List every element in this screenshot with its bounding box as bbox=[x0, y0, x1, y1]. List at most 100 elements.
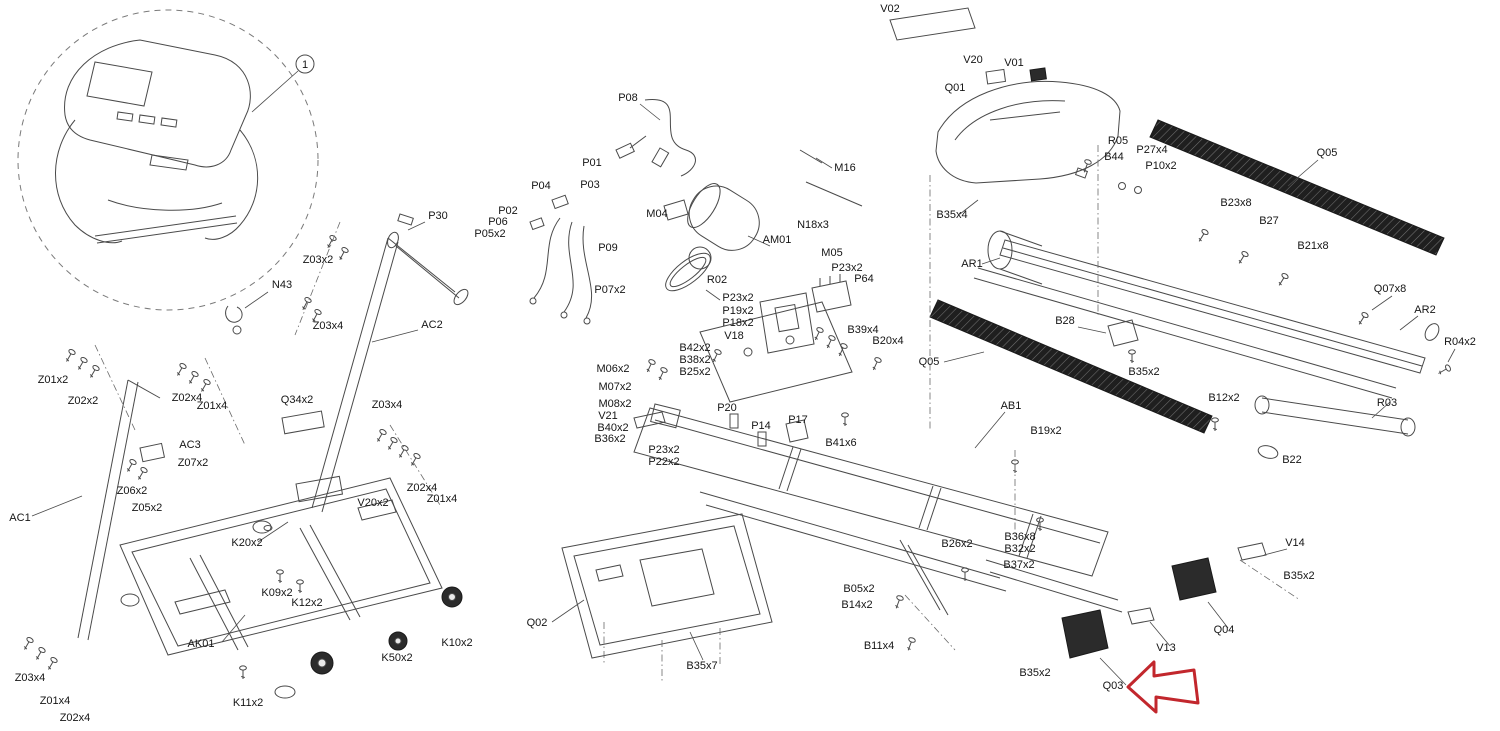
part-label: B36x8 bbox=[1004, 531, 1035, 543]
part-label: AM01 bbox=[763, 234, 792, 246]
part-label: Z02x2 bbox=[68, 395, 99, 407]
part-label: Z01x4 bbox=[40, 695, 71, 707]
part-label: K09x2 bbox=[261, 587, 292, 599]
part-label: M04 bbox=[646, 208, 667, 220]
callout-number: 1 bbox=[302, 59, 308, 71]
part-label: P64 bbox=[854, 273, 874, 285]
part-label: V20x2 bbox=[357, 497, 388, 509]
console-detail-bubble: 1 bbox=[17, 9, 319, 311]
part-label: M07x2 bbox=[598, 381, 631, 393]
part-label: P19x2 bbox=[722, 305, 753, 317]
part-label: AK01 bbox=[188, 638, 215, 650]
part-label: P09 bbox=[598, 242, 618, 254]
part-label: B27 bbox=[1259, 215, 1279, 227]
bottom-tray-sketch bbox=[561, 513, 773, 682]
part-label: Z02x4 bbox=[60, 712, 91, 724]
part-label: Q05 bbox=[1317, 147, 1338, 159]
part-label: Z03x2 bbox=[303, 254, 334, 266]
part-label: Z03x4 bbox=[313, 320, 344, 332]
cover-rails-sketch bbox=[889, 7, 1445, 659]
part-label: Z02x4 bbox=[407, 482, 438, 494]
part-label: P01 bbox=[582, 157, 602, 169]
part-label: B20x4 bbox=[872, 335, 903, 347]
part-label: B42x2 bbox=[679, 342, 710, 354]
part-label: AC3 bbox=[179, 439, 200, 451]
part-label: B41x6 bbox=[825, 437, 856, 449]
part-label: Q05 bbox=[919, 356, 940, 368]
part-label: Q02 bbox=[527, 617, 548, 629]
part-label: B25x2 bbox=[679, 366, 710, 378]
part-label: B19x2 bbox=[1030, 425, 1061, 437]
leader-lines bbox=[31, 103, 1456, 686]
part-label: K50x2 bbox=[381, 652, 412, 664]
part-label: Z05x2 bbox=[132, 502, 163, 514]
part-label: B11x4 bbox=[864, 640, 894, 652]
part-label: P10x2 bbox=[1145, 160, 1176, 172]
part-label: P30 bbox=[428, 210, 448, 222]
part-label: Z01x2 bbox=[38, 374, 69, 386]
part-label: Q03 bbox=[1103, 680, 1124, 692]
part-label: V01 bbox=[1004, 57, 1024, 69]
part-label: M06x2 bbox=[596, 363, 629, 375]
part-label: AC1 bbox=[9, 512, 30, 524]
part-label: R05 bbox=[1108, 135, 1128, 147]
part-label: P20 bbox=[717, 402, 737, 414]
construction-lines bbox=[94, 145, 1301, 651]
part-label: P23x2 bbox=[722, 292, 753, 304]
upright-frame-sketch bbox=[77, 213, 469, 699]
part-label: AR1 bbox=[961, 258, 982, 270]
part-label: P14 bbox=[751, 420, 771, 432]
part-label: R03 bbox=[1377, 397, 1397, 409]
part-label: M08x2 bbox=[598, 398, 631, 410]
part-label: B35x2 bbox=[1019, 667, 1050, 679]
part-label: R02 bbox=[707, 274, 727, 286]
part-label: V20 bbox=[963, 54, 983, 66]
part-label: B21x8 bbox=[1297, 240, 1328, 252]
part-label: B39x4 bbox=[847, 324, 878, 336]
part-label: N43 bbox=[272, 279, 292, 291]
console-sketch bbox=[55, 39, 259, 244]
base-wheels bbox=[310, 586, 463, 675]
wiring-motor-sketch bbox=[529, 99, 863, 447]
part-label: K11x2 bbox=[233, 697, 263, 709]
part-label: P02 bbox=[498, 205, 518, 217]
part-label: P23x2 bbox=[831, 262, 862, 274]
part-label: P27x4 bbox=[1136, 144, 1167, 156]
part-label: K20x2 bbox=[231, 537, 262, 549]
pointer-arrow bbox=[1126, 660, 1200, 714]
part-label: Q01 bbox=[945, 82, 966, 94]
part-label: B12x2 bbox=[1208, 392, 1239, 404]
part-label: M05 bbox=[821, 247, 842, 259]
part-label: K10x2 bbox=[441, 637, 472, 649]
part-label: P23x2 bbox=[648, 444, 679, 456]
part-label: B44 bbox=[1104, 151, 1124, 163]
part-label: P03 bbox=[580, 179, 600, 191]
part-label: B35x4 bbox=[936, 209, 967, 221]
screw-hardware bbox=[21, 158, 1453, 680]
part-label: B26x2 bbox=[941, 538, 972, 550]
part-label: V14 bbox=[1285, 537, 1305, 549]
part-label: R04x2 bbox=[1444, 336, 1476, 348]
part-label: P17 bbox=[788, 414, 808, 426]
part-label: B28 bbox=[1055, 315, 1075, 327]
part-label: B05x2 bbox=[843, 583, 874, 595]
part-label: P08 bbox=[618, 92, 638, 104]
part-label: K12x2 bbox=[291, 597, 322, 609]
part-label: N18x3 bbox=[797, 219, 829, 231]
part-label: V02 bbox=[880, 3, 900, 15]
part-label: B14x2 bbox=[841, 599, 872, 611]
part-label: P05x2 bbox=[474, 228, 505, 240]
part-label: B22 bbox=[1282, 454, 1302, 466]
part-label: AR2 bbox=[1414, 304, 1435, 316]
part-label: M16 bbox=[834, 162, 855, 174]
part-label: P04 bbox=[531, 180, 551, 192]
part-label: P06 bbox=[488, 216, 508, 228]
part-label: Q04 bbox=[1214, 624, 1235, 636]
part-label: Z03x4 bbox=[372, 399, 403, 411]
part-label: B32x2 bbox=[1004, 543, 1035, 555]
part-label: B40x2 bbox=[597, 422, 628, 434]
part-label: Z03x4 bbox=[15, 672, 46, 684]
part-label: V21 bbox=[598, 410, 618, 422]
